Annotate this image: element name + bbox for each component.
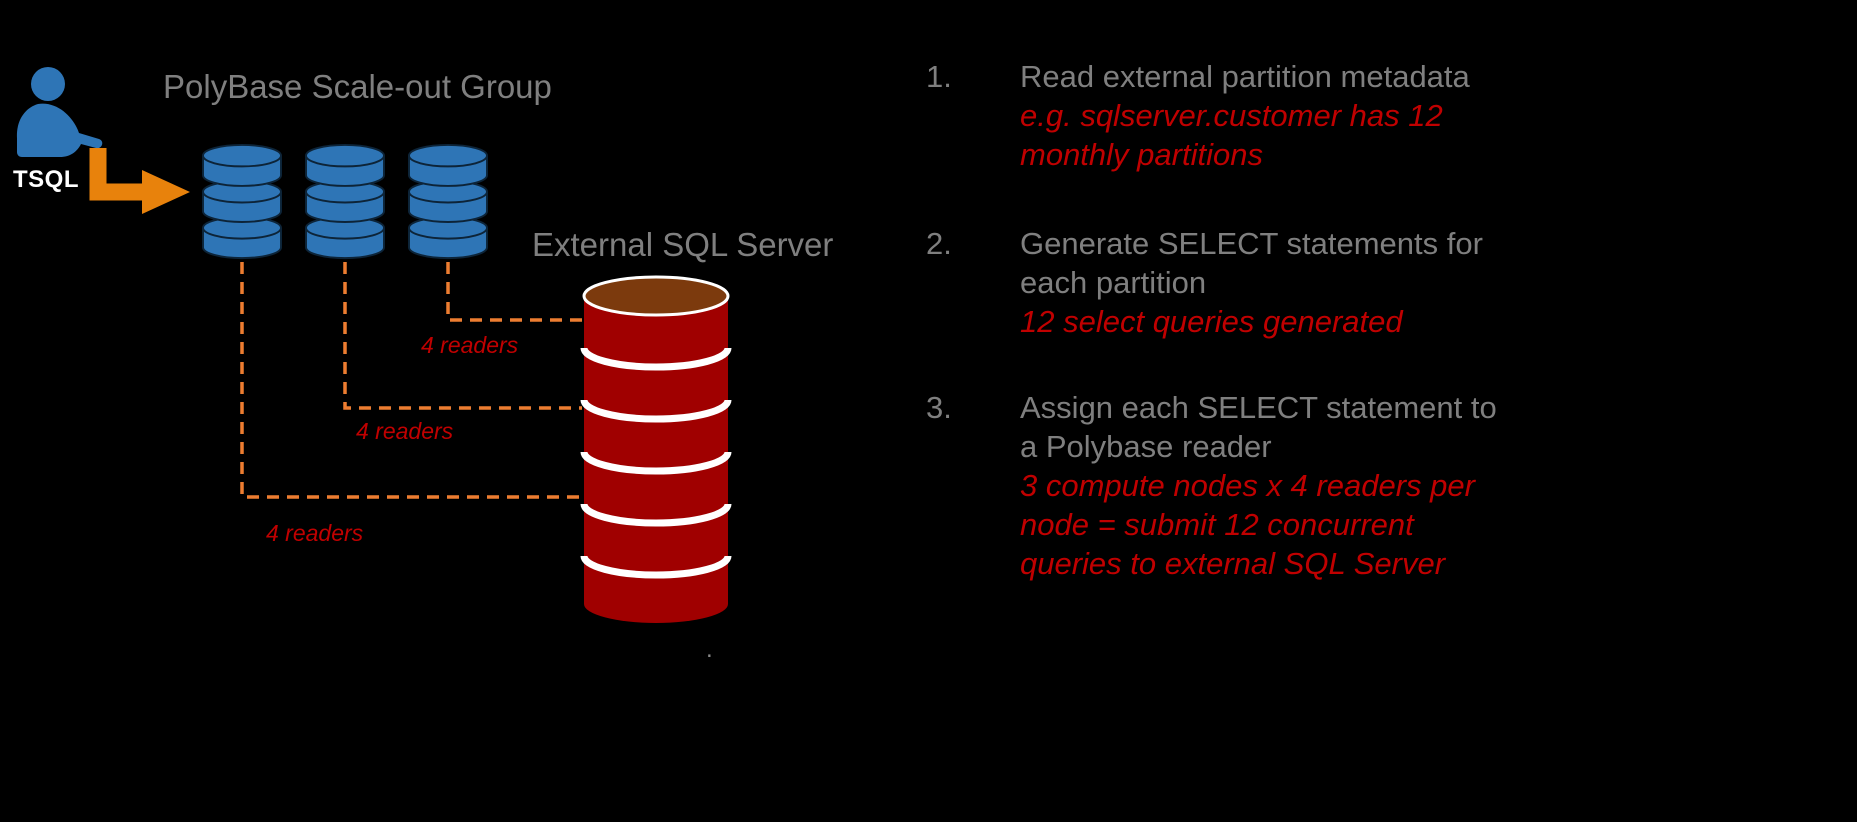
tsql-label: TSQL: [13, 166, 79, 193]
step-text: Read external partition metadata: [1020, 59, 1470, 94]
reader-count-label-1: 4 readers: [421, 332, 519, 358]
reader-count-label-2: 4 readers: [356, 418, 454, 444]
step-item-1: 1. Read external partition metadata e.g.…: [926, 57, 1536, 174]
step-number: 3.: [926, 390, 952, 425]
external-server-title: External SQL Server: [532, 226, 834, 263]
step-text: Assign each SELECT statement to a Polyba…: [1020, 390, 1497, 464]
step-note: 12 select queries generated: [1020, 304, 1403, 339]
reader-count-label-3: 4 readers: [266, 520, 364, 546]
step-note: 3 compute nodes x 4 readers per node = s…: [1020, 468, 1475, 581]
step-item-3: 3. Assign each SELECT statement to a Pol…: [926, 388, 1536, 583]
external-sql-server-database-icon: [580, 275, 732, 623]
scale-out-group-title: PolyBase Scale-out Group: [163, 68, 552, 105]
step-note: e.g. sqlserver.customer has 12 monthly p…: [1020, 98, 1443, 172]
compute-node-database-icon-2: [305, 143, 385, 260]
user-icon: [16, 67, 103, 157]
step-text: Generate SELECT statements for each part…: [1020, 226, 1483, 300]
step-item-2: 2. Generate SELECT statements for each p…: [926, 224, 1536, 341]
elbow-arrow-icon: [89, 148, 190, 214]
step-number: 2.: [926, 226, 952, 261]
step-number: 1.: [926, 59, 952, 94]
compute-node-database-icon-1: [202, 143, 282, 260]
period-mark: .: [706, 636, 713, 663]
compute-node-database-icon-3: [408, 143, 488, 260]
